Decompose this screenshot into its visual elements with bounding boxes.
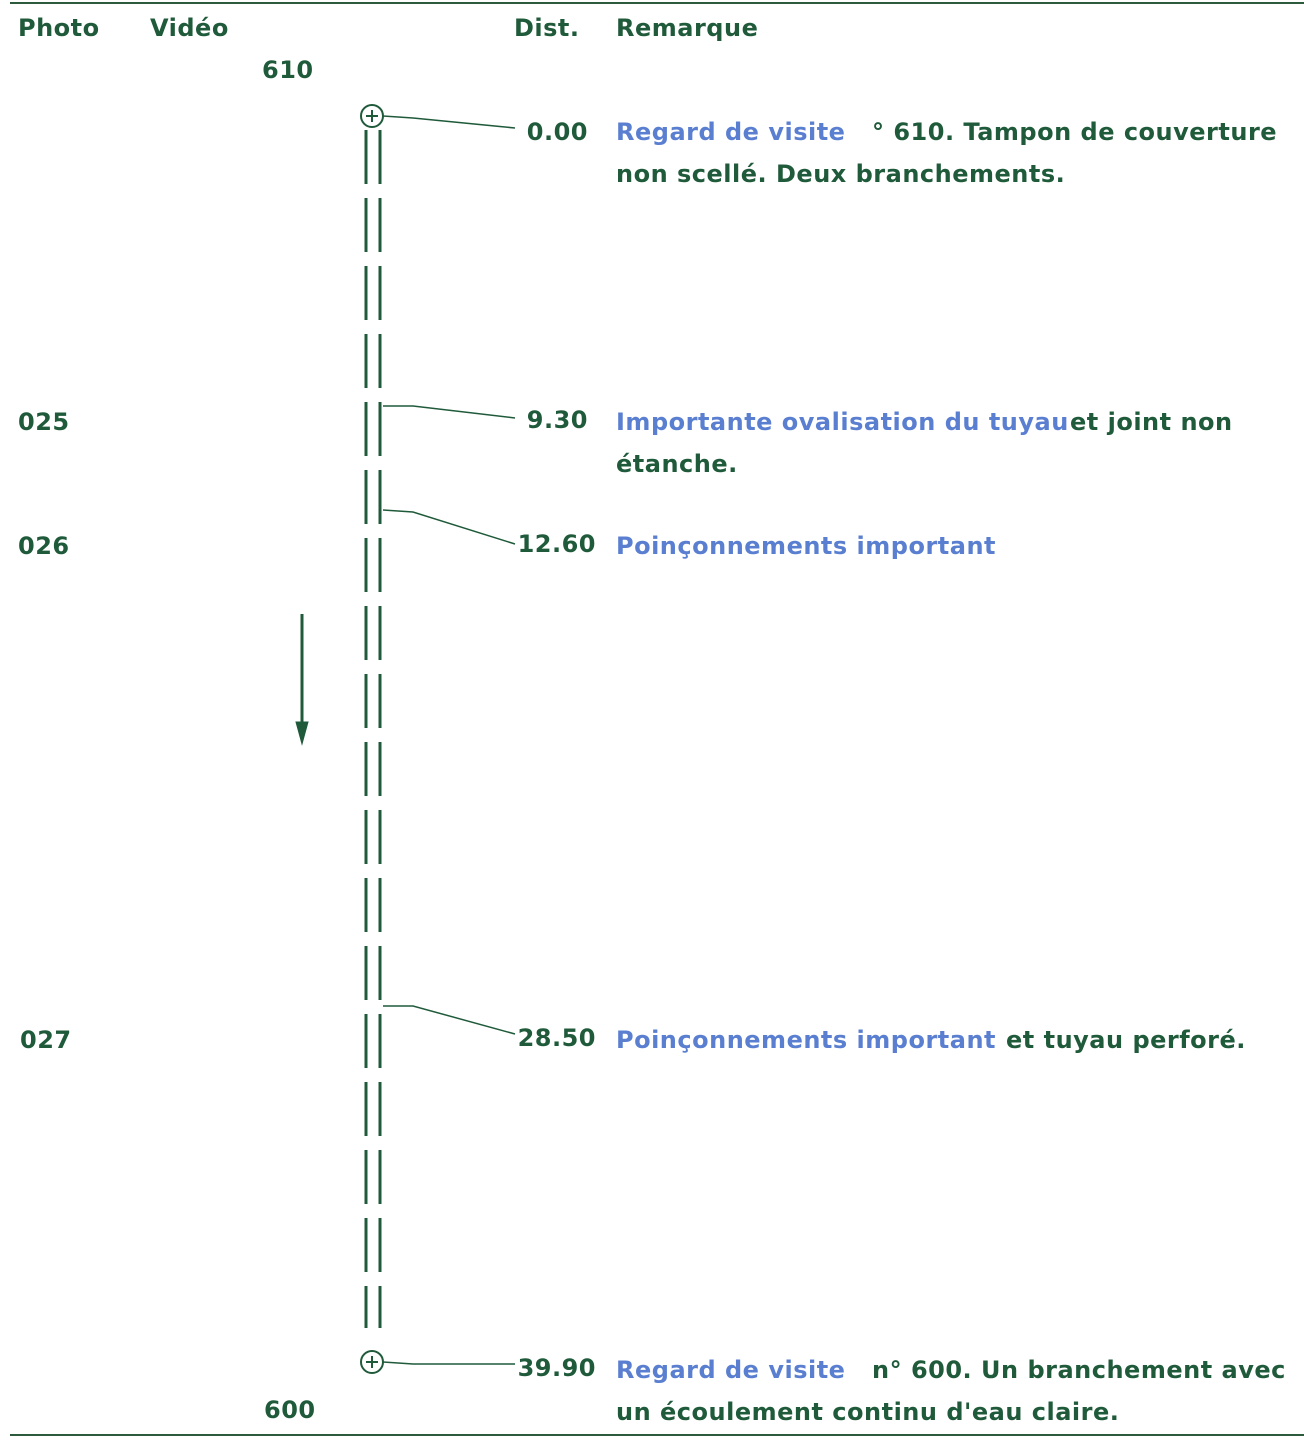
leader-line-2 bbox=[382, 509, 516, 545]
remark-note: et tuyau perforé. bbox=[1006, 1026, 1246, 1054]
leader-line-3 bbox=[383, 1005, 516, 1035]
top-rule bbox=[10, 2, 1304, 4]
leader-line-4 bbox=[382, 1361, 515, 1365]
remark-note-line2: un écoulement continu d'eau claire. bbox=[616, 1398, 1120, 1426]
photo-ref-026: 026 bbox=[18, 532, 70, 560]
remark-title: Poinçonnements important bbox=[616, 532, 997, 560]
remark-title: Importante ovalisation du tuyau bbox=[616, 408, 1069, 436]
remark-title: Regard de visite bbox=[616, 118, 846, 146]
header-photo: Photo bbox=[18, 14, 100, 42]
remark-note-line2: non scellé. Deux branchements. bbox=[616, 160, 1066, 188]
dist-value: 9.30 bbox=[526, 406, 588, 434]
flow-arrow-icon bbox=[295, 614, 309, 746]
dist-value: 0.00 bbox=[526, 118, 588, 146]
photo-ref-025: 025 bbox=[18, 408, 70, 436]
header-dist: Dist. bbox=[514, 14, 580, 42]
remark-title: Poinçonnements important bbox=[616, 1026, 997, 1054]
remark-note: et joint non bbox=[1070, 408, 1233, 436]
end-manhole-icon bbox=[360, 1350, 384, 1374]
dist-value: 28.50 bbox=[517, 1024, 596, 1052]
dist-value: 12.60 bbox=[517, 530, 596, 558]
leader-lines bbox=[382, 115, 516, 1365]
remark-note: ° 610. Tampon de couverture bbox=[872, 118, 1278, 146]
remark-note-line2: étanche. bbox=[616, 450, 738, 478]
leader-line-1 bbox=[383, 405, 516, 419]
start-manhole-icon bbox=[360, 104, 384, 128]
remark-note: n° 600. Un branchement avec bbox=[872, 1356, 1286, 1384]
photo-ref-027: 027 bbox=[20, 1026, 72, 1054]
header-video: Vidéo bbox=[150, 14, 229, 42]
header-remark: Remarque bbox=[616, 14, 759, 42]
remark-title: Regard de visite bbox=[616, 1356, 846, 1384]
bottom-rule bbox=[10, 1434, 1304, 1436]
manhole-start-label: 610 bbox=[262, 56, 314, 84]
dist-value: 39.90 bbox=[517, 1354, 596, 1382]
leader-line-0 bbox=[382, 115, 516, 129]
pipe-segments bbox=[364, 130, 382, 1328]
manhole-end-label: 600 bbox=[264, 1396, 316, 1424]
